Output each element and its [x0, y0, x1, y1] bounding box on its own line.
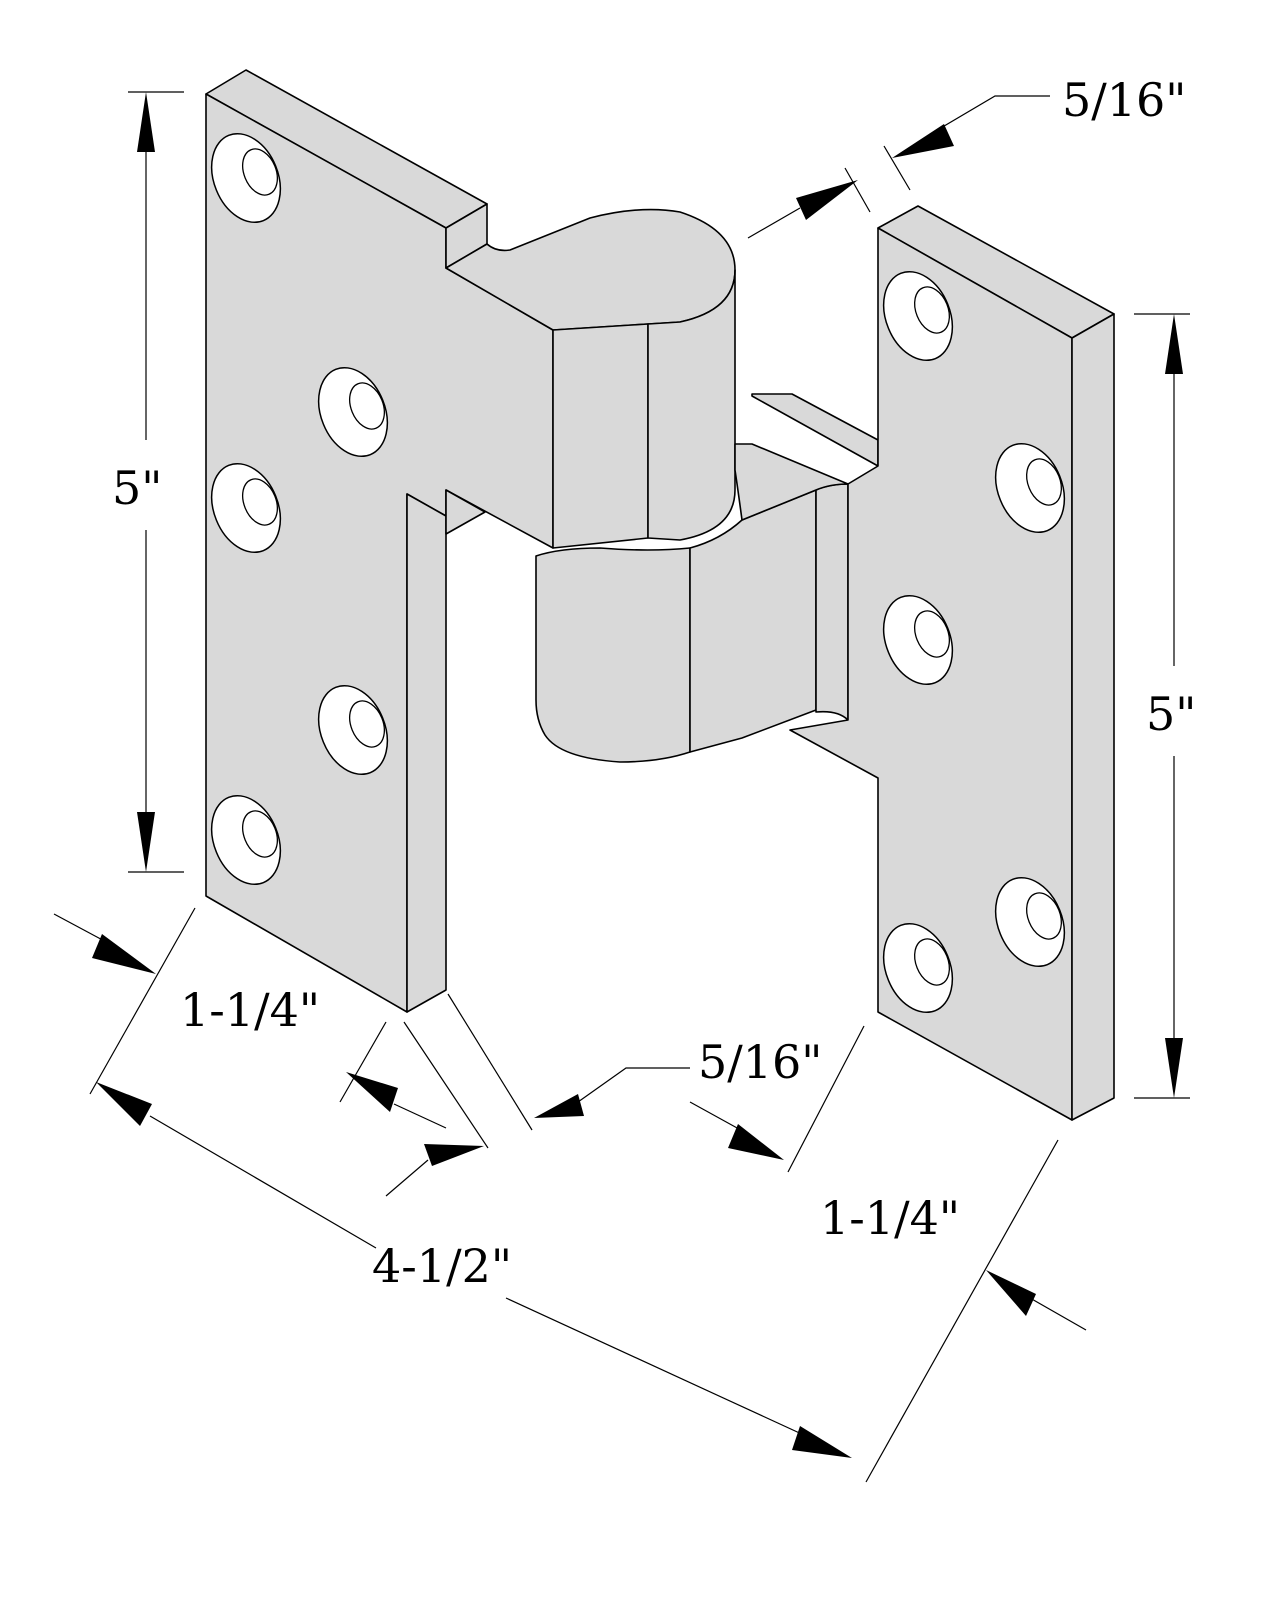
dim-right-plate-width: 1-1/4"	[689, 1025, 1087, 1483]
arrow-right-icon	[92, 934, 156, 974]
dim-overall-length: 4-1/2"	[372, 1239, 852, 1458]
screw-hole	[994, 442, 1066, 534]
dim-label-left-width: 1-1/4"	[180, 983, 320, 1037]
dim-left-plate-width: 1-1/4"	[53, 907, 377, 1249]
left-plate-inner-step	[445, 489, 486, 535]
upper-knuckle-front	[552, 323, 649, 549]
lower-knuckle	[535, 443, 849, 763]
arrow-down-icon	[1165, 1038, 1183, 1098]
arrow-left-icon	[986, 1270, 1036, 1316]
left-plate-holes	[210, 132, 389, 886]
arrow-right-icon	[796, 180, 858, 220]
lower-knuckle-web	[734, 443, 849, 521]
arrow-left-icon	[96, 1082, 152, 1126]
right-plate-holes	[882, 270, 1066, 1014]
screw-hole	[882, 594, 954, 686]
screw-hole	[882, 270, 954, 362]
screw-hole	[210, 462, 282, 554]
dim-right-plate-height: 5"	[1134, 313, 1196, 1099]
dim-label-overall-length: 4-1/2"	[372, 1239, 512, 1293]
dim-top-thickness: 5/16"	[747, 73, 1186, 239]
arrow-left-icon	[534, 1094, 584, 1118]
upper-knuckle	[445, 208, 736, 549]
arrow-up-icon	[137, 92, 155, 152]
lower-knuckle-leaf	[689, 489, 817, 753]
upper-knuckle-barrel	[647, 269, 736, 541]
screw-hole	[210, 132, 282, 224]
screw-hole	[317, 684, 389, 776]
dim-label-right-height: 5"	[1146, 687, 1196, 741]
screw-hole	[210, 794, 282, 886]
screw-hole	[882, 922, 954, 1014]
screw-hole	[317, 366, 389, 458]
screw-hole	[994, 876, 1066, 968]
arrow-right-icon	[728, 1124, 784, 1160]
left-plate-side-face	[406, 493, 447, 1013]
arrow-right-icon	[792, 1426, 852, 1458]
arrow-down-icon	[137, 812, 155, 872]
arrow-right-icon	[424, 1144, 484, 1166]
arrow-up-icon	[1165, 314, 1183, 374]
dim-label-right-width: 1-1/4"	[820, 1191, 960, 1245]
lower-knuckle-barrel	[535, 547, 691, 763]
lower-knuckle-edge	[815, 483, 849, 721]
dim-label-left-height: 5"	[112, 461, 162, 515]
dim-label-bottom-thickness: 5/16"	[698, 1035, 822, 1089]
left-plate	[205, 69, 554, 1013]
dim-label-top-thickness: 5/16"	[1062, 73, 1186, 127]
dim-left-plate-height: 5"	[112, 91, 184, 873]
arrow-left-icon	[346, 1072, 398, 1112]
dim-bottom-thickness: 5/16"	[339, 993, 822, 1197]
arrow-left-icon	[892, 124, 954, 158]
right-plate-side-face	[1071, 313, 1115, 1121]
